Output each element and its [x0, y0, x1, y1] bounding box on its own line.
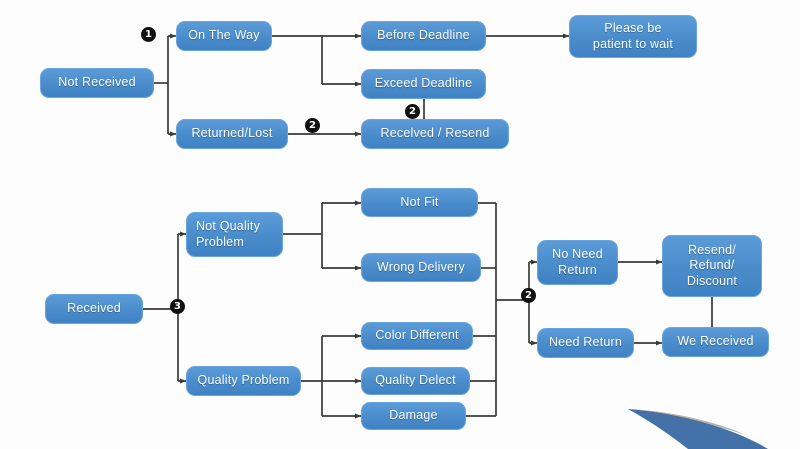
- node-not-fit[interactable]: Not Fit: [361, 188, 478, 217]
- node-received[interactable]: Received: [45, 294, 143, 324]
- badge-two-return-branch: 2: [521, 288, 536, 303]
- node-no-need-return[interactable]: No Need Return: [537, 240, 618, 285]
- node-we-received[interactable]: We Received: [662, 327, 769, 357]
- node-wrong-delivery[interactable]: Wrong Delivery: [361, 253, 481, 282]
- decorative-swoosh: [628, 409, 768, 449]
- node-color-different[interactable]: Color Different: [361, 322, 473, 350]
- badge-one: 1: [141, 27, 156, 42]
- node-exceed-deadline[interactable]: Exceed Deadline: [361, 69, 486, 99]
- node-received-resend[interactable]: Recelved / Resend: [361, 119, 509, 149]
- badge-three-received: 3: [170, 299, 185, 314]
- node-returned-lost[interactable]: Returned/Lost: [176, 119, 288, 149]
- node-quality-problem[interactable]: Quality Problem: [186, 366, 301, 396]
- node-not-received[interactable]: Not Received: [40, 68, 154, 98]
- node-please-be-patient[interactable]: Please be patient to wait: [569, 15, 697, 58]
- node-resend-refund-discount[interactable]: Resend/ Refund/ Discount: [662, 235, 762, 297]
- node-not-quality-problem[interactable]: Not Quality Problem: [186, 212, 283, 257]
- badge-two-exceed-deadline: 2: [405, 104, 420, 119]
- badge-two-returned-lost: 2: [305, 118, 320, 133]
- node-on-the-way[interactable]: On The Way: [176, 21, 272, 51]
- node-need-return[interactable]: Need Return: [537, 328, 634, 358]
- node-before-deadline[interactable]: Before Deadline: [361, 21, 486, 51]
- node-quality-delect[interactable]: Quality Delect: [361, 367, 470, 395]
- node-damage[interactable]: Damage: [361, 402, 466, 430]
